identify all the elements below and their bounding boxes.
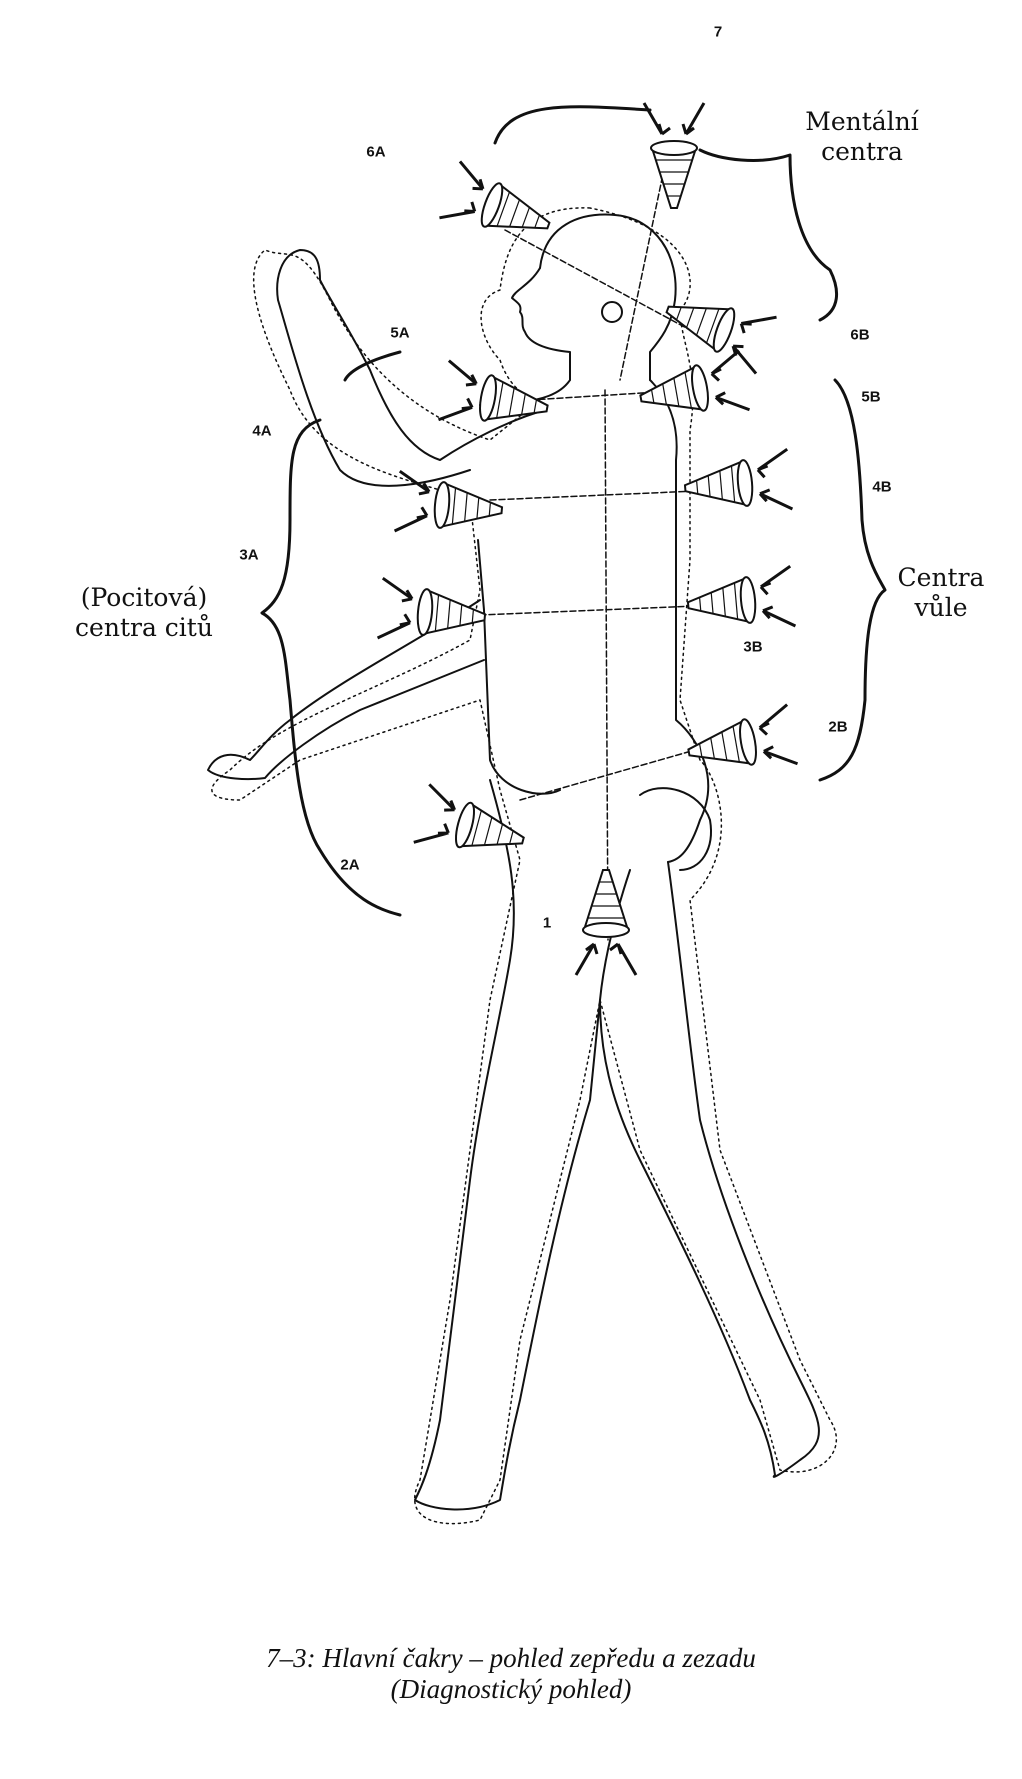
raised-arm — [276, 249, 546, 487]
mental-brace — [493, 105, 839, 322]
chakra-label-7: 7 — [713, 23, 723, 41]
face — [511, 267, 571, 381]
chakra-cone-6b — [665, 305, 777, 375]
chakra-cone-3a — [376, 576, 487, 640]
head — [539, 213, 677, 381]
chakra-label-6b: 6B — [850, 326, 870, 344]
feeling-brace — [260, 350, 402, 917]
chakra-label-5b: 5B — [861, 388, 881, 406]
will-line-2: vůle — [914, 593, 968, 622]
chakra-cone-4b — [683, 447, 794, 511]
will-centers-label: Centra vůle — [898, 563, 985, 623]
chakra-label-5a: 5A — [390, 324, 410, 342]
chakra-label-1: 1 — [542, 914, 552, 932]
caption-line-2: (Diagnostický pohled) — [390, 1674, 632, 1704]
chakra-label-2a: 2A — [340, 856, 360, 874]
chakra-label-4b: 4B — [872, 478, 892, 496]
mental-line-2: centra — [821, 137, 903, 166]
front-leg — [414, 779, 601, 1511]
chakra-cone-1 — [574, 869, 638, 976]
figure-caption: 7–3: Hlavní čakry – pohled zepředu a zez… — [0, 1643, 1022, 1705]
chakra-label-4a: 4A — [252, 422, 272, 440]
chakra-cone-6a — [439, 160, 551, 230]
feeling-centers-label: (Pocitová) centra citů — [75, 583, 213, 643]
chakra-cone-3b — [686, 564, 797, 628]
aura-outline — [211, 207, 837, 1525]
will-brace — [818, 378, 887, 782]
back-leg — [599, 861, 820, 1478]
chakra-cone-5b — [639, 349, 751, 412]
chakra-cone-7 — [642, 102, 706, 209]
chakra-cone-2b — [687, 703, 799, 766]
feeling-line-2: centra citů — [75, 613, 213, 642]
chakra-cone-4a — [393, 469, 504, 533]
mental-line-1: Mentální — [805, 107, 919, 136]
lowered-arm — [207, 599, 485, 780]
chakra-label-2b: 2B — [828, 718, 848, 736]
chakra-label-3a: 3A — [239, 546, 259, 564]
caption-line-1: 7–3: Hlavní čakry – pohled zepředu a zez… — [266, 1643, 756, 1673]
chakra-cone-2a — [413, 783, 525, 849]
mental-centers-label: Mentální centra — [805, 107, 919, 167]
chakra-label-6a: 6A — [366, 143, 386, 161]
chakra-cone-5a — [437, 359, 549, 422]
will-line-1: Centra — [897, 563, 985, 592]
chakra-label-3b: 3B — [743, 638, 763, 656]
feeling-line-1: (Pocitová) — [80, 583, 208, 612]
